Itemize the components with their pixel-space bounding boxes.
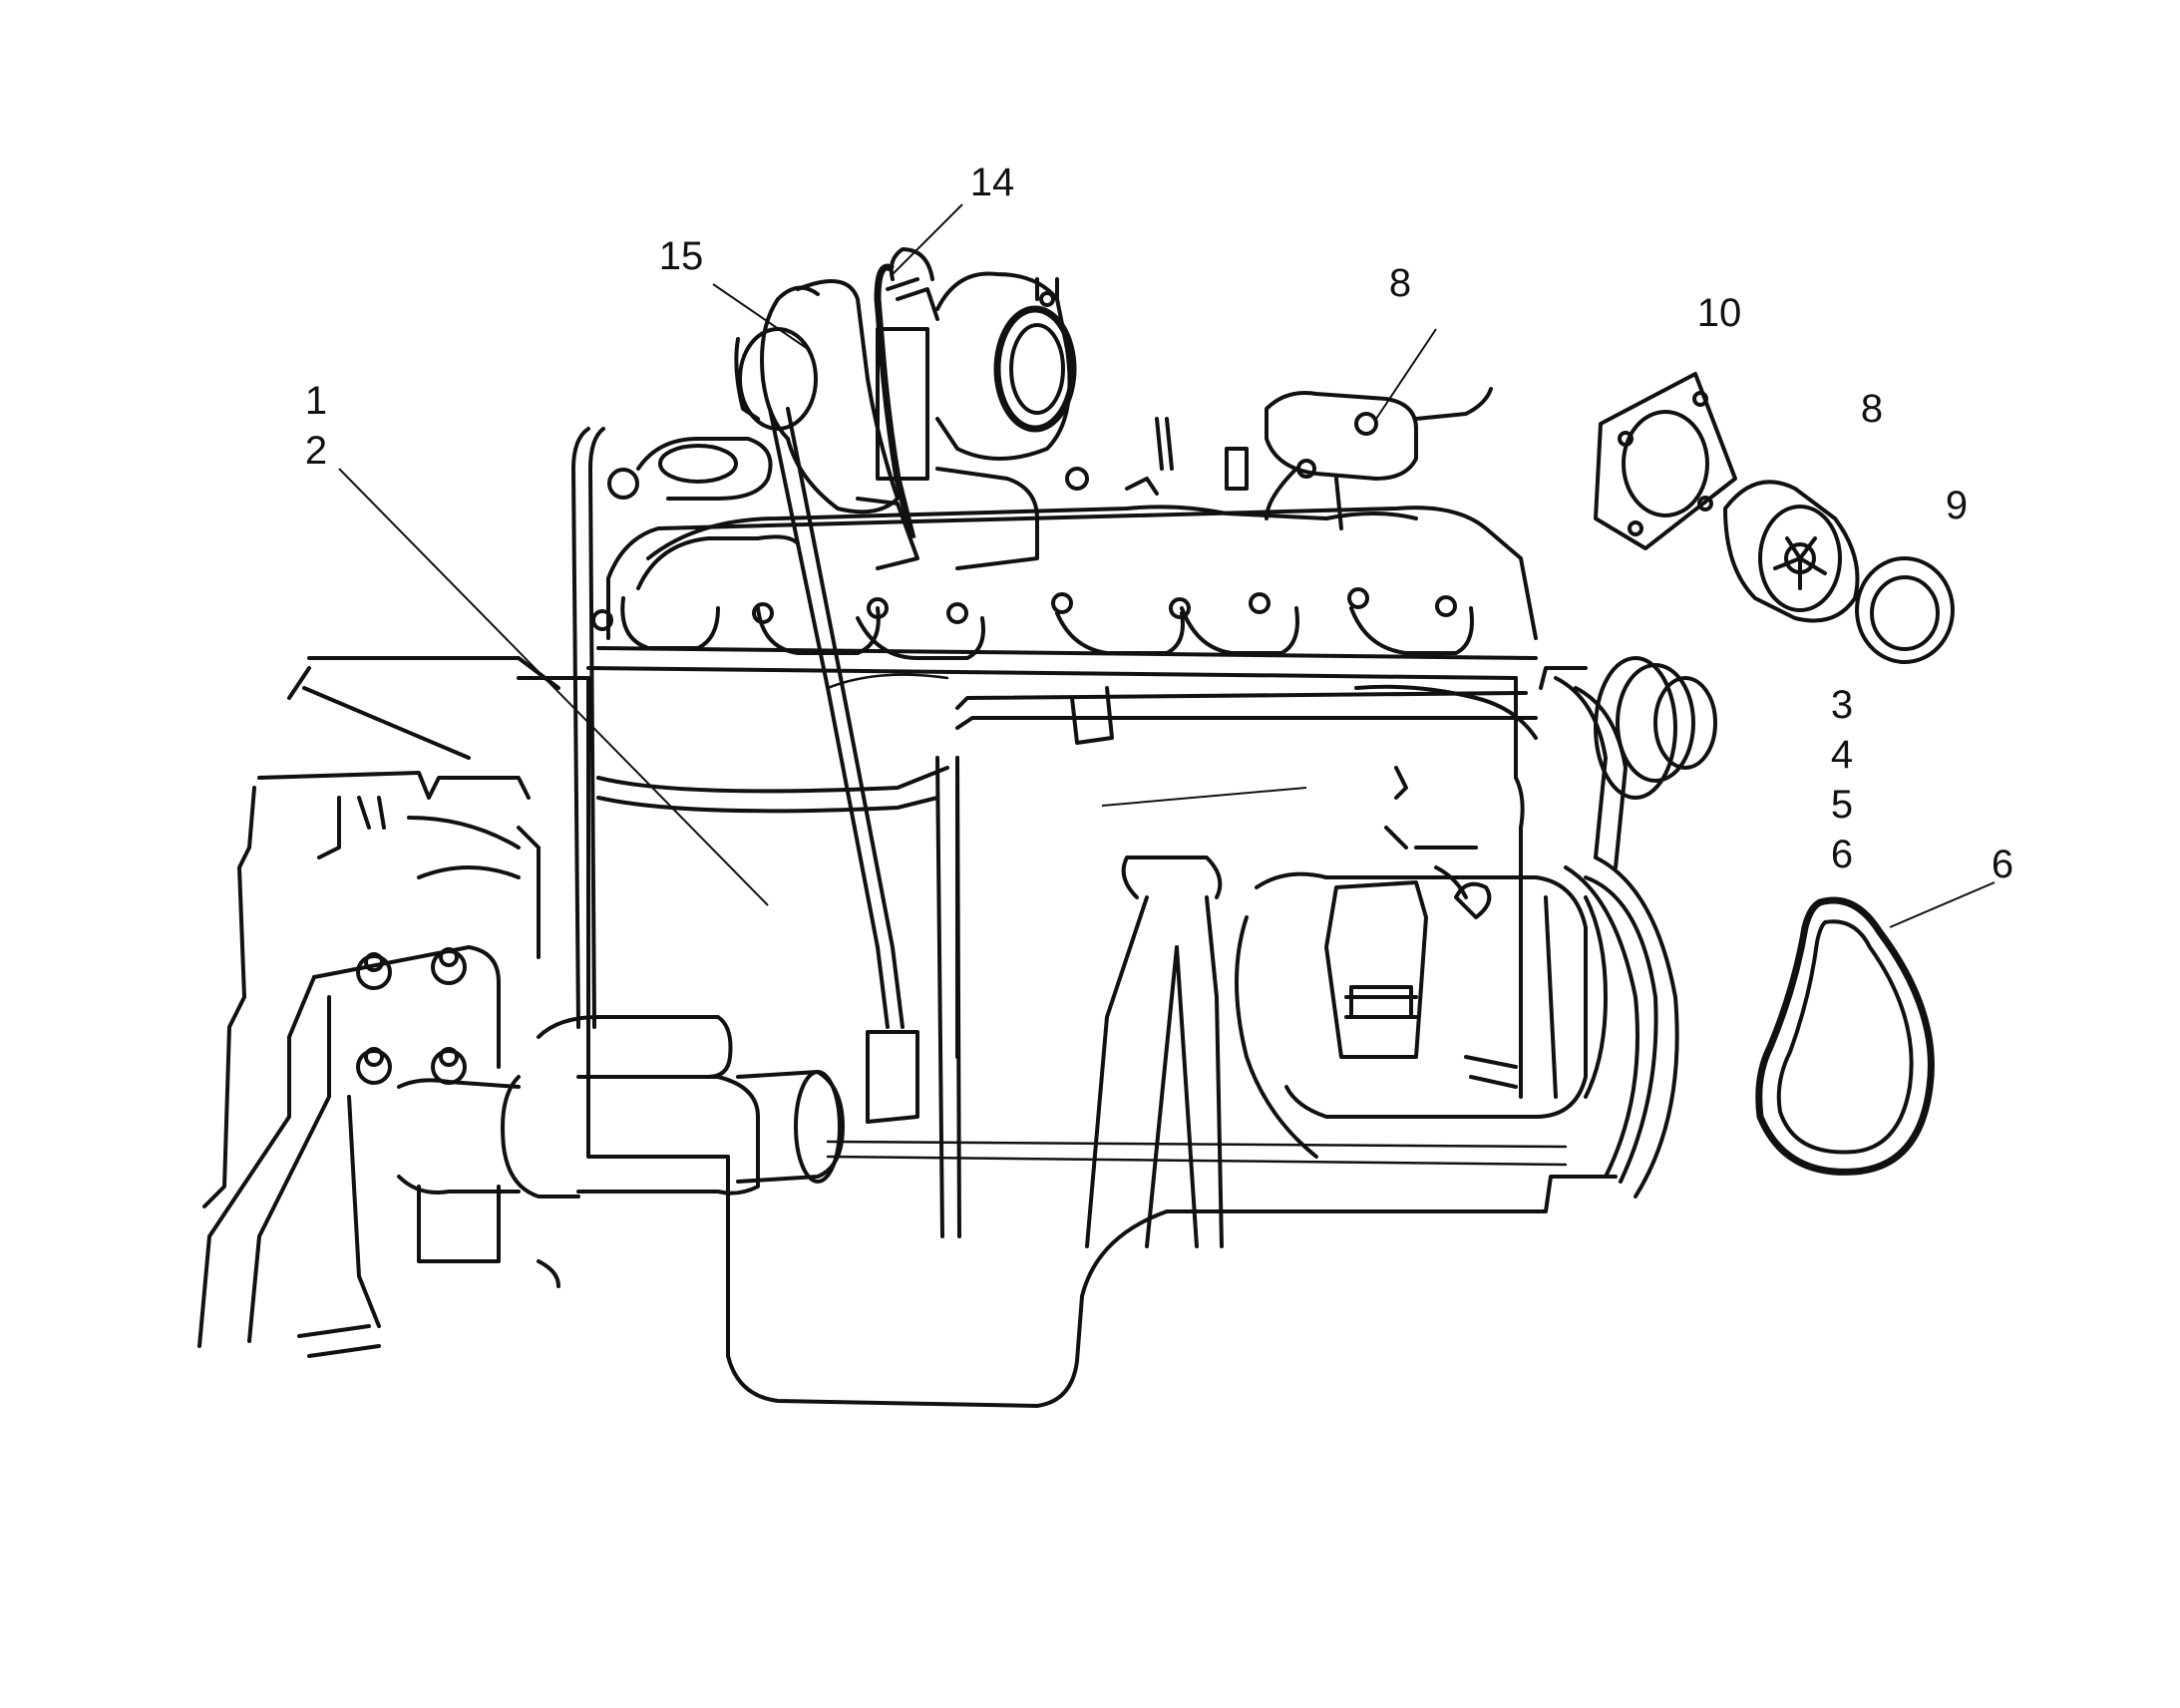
leader-2 [338, 468, 769, 906]
label-8-thermostat: 8 [1861, 387, 1883, 431]
label-6-belt: 6 [1992, 843, 2013, 886]
label-6-list: 6 [1831, 833, 1853, 876]
label-1: 1 [305, 379, 327, 423]
label-8-housing: 8 [1389, 261, 1411, 305]
turbocharger [734, 247, 1077, 570]
leader-6b [1889, 881, 1996, 928]
label-14: 14 [970, 161, 1015, 204]
engine-mount-bracket [197, 945, 501, 1358]
engine-block [517, 646, 1618, 1408]
leader-5 [1101, 787, 1307, 807]
label-9: 9 [1946, 484, 1968, 527]
leader-lines [338, 203, 1996, 928]
label-2: 2 [305, 429, 327, 473]
label-15: 15 [659, 234, 704, 278]
exhaust-manifold [591, 437, 1538, 660]
drive-belt [1755, 896, 1935, 1176]
coolant-pipes [571, 427, 1538, 1238]
thermostat-housing [1265, 387, 1493, 530]
leader-8a [1375, 328, 1437, 420]
starter-motor [397, 1015, 845, 1288]
part-labels: 1 2 3 4 5 6 6 8 8 9 10 14 15 [305, 161, 2013, 886]
leader-15 [712, 283, 809, 350]
label-10: 10 [1697, 291, 1742, 335]
turbo-oil-line [874, 263, 919, 539]
label-3: 3 [1831, 683, 1853, 727]
label-4: 4 [1831, 733, 1853, 777]
seal-ring [1855, 556, 1955, 664]
exhaust-downpipe [1085, 855, 1224, 1248]
label-5: 5 [1831, 783, 1853, 827]
thermostat [1723, 480, 1860, 623]
misc-details [1065, 417, 1518, 1089]
flywheel-housing [202, 656, 560, 1208]
leader-14 [892, 203, 963, 275]
thermostat-gasket [1594, 372, 1737, 550]
dipstick-tube [768, 407, 919, 1124]
crank-pulley-belt [1539, 656, 1717, 1198]
alternator [1235, 871, 1608, 1159]
